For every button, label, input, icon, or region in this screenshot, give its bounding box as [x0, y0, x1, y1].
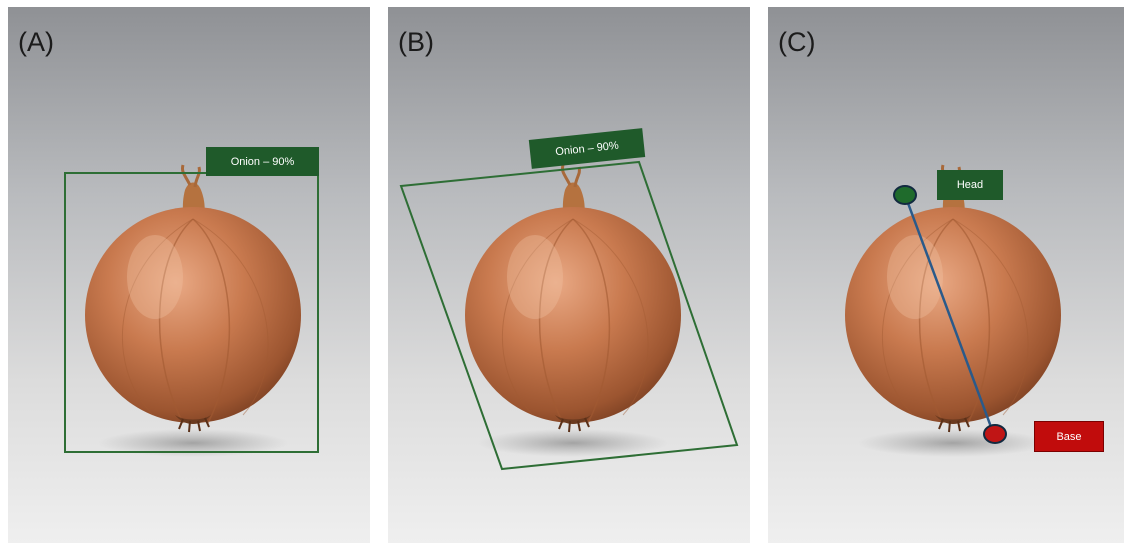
head-base-line [905, 195, 994, 435]
panel-b: (B) Onion – 90% [388, 7, 750, 543]
bounding-box-overlay [8, 7, 370, 543]
panel-a: (A) Onion – 90% [8, 7, 370, 543]
base-point [984, 425, 1006, 443]
head-point [894, 186, 916, 204]
panel-letter-a: (A) [18, 27, 54, 58]
base-label: Base [1034, 421, 1104, 452]
panel-c: (C) Head Base [768, 7, 1124, 543]
panel-letter-c: (C) [778, 27, 815, 58]
keypoint-overlay [768, 7, 1124, 543]
panel-letter-b: (B) [398, 27, 434, 58]
bounding-box [65, 173, 318, 452]
rotated-box-overlay [388, 7, 750, 543]
rotated-bounding-box [401, 162, 737, 469]
detection-label: Onion – 90% [206, 147, 319, 176]
head-label: Head [937, 170, 1003, 200]
